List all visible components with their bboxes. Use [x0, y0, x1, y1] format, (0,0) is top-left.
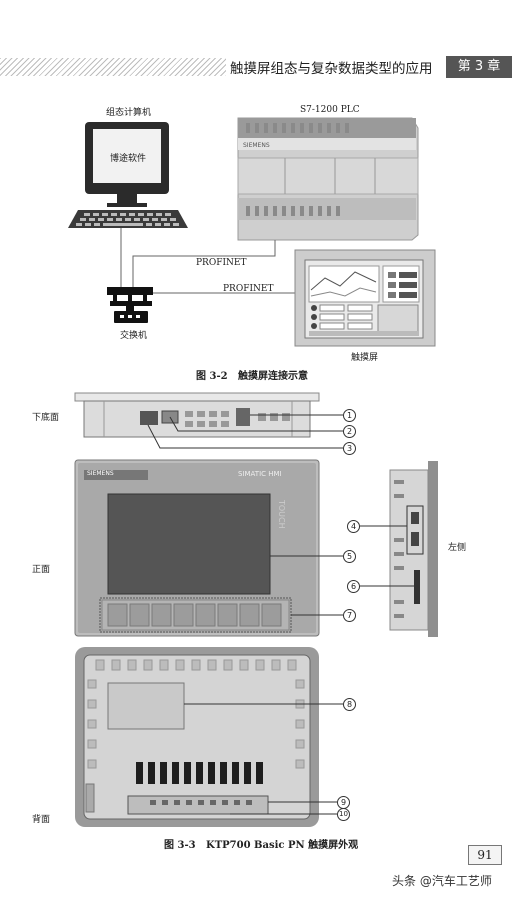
- figure-3-3-caption: 图 3-3 KTP700 Basic PN 触摸屏外观: [164, 836, 358, 851]
- chapter-header-title: 触摸屏组态与复杂数据类型的应用: [230, 61, 433, 77]
- plc-brand: SIEMENS: [243, 142, 270, 149]
- callout-1: 1: [343, 409, 356, 422]
- back-view-label: 背面: [32, 815, 51, 825]
- callout-3: 3: [343, 442, 356, 455]
- figure-3-2-caption-text: 触摸屏连接示意: [238, 371, 309, 382]
- computer-label: 组态计算机: [106, 108, 152, 118]
- switch-label: 交换机: [120, 331, 148, 341]
- hmi-touch-text: TOUCH: [277, 500, 286, 529]
- figure-3-3-caption-text: KTP700 Basic PN 触摸屏外观: [206, 840, 359, 851]
- hmi-label: 触摸屏: [351, 353, 379, 363]
- hmi-product-text: SIMATIC HMI: [238, 470, 282, 478]
- profinet-label-2: PROFINET: [223, 284, 274, 294]
- hmi-brand-text: SIEMENS: [87, 470, 114, 477]
- callout-7: 7: [343, 609, 356, 622]
- figure-3-2-caption: 图 3-2 触摸屏连接示意: [196, 367, 308, 382]
- callout-6: 6: [347, 580, 360, 593]
- callout-8: 8: [343, 698, 356, 711]
- chapter-badge: 第 3 章: [446, 56, 512, 78]
- left-view-label: 左侧: [448, 543, 467, 553]
- callout-5: 5: [343, 550, 356, 563]
- screen-software-label: 博途软件: [110, 154, 147, 164]
- figure-3-3-caption-number: 图 3-3: [164, 840, 196, 851]
- callout-2: 2: [343, 425, 356, 438]
- callout-9: 9: [337, 796, 350, 809]
- watermark-footer: 头条 @汽车工艺师: [392, 874, 492, 888]
- header-hatch-decoration: [0, 58, 226, 76]
- figure-3-2-caption-number: 图 3-2: [196, 371, 228, 382]
- front-view-label: 正面: [32, 565, 51, 575]
- callout-4: 4: [347, 520, 360, 533]
- profinet-label-1: PROFINET: [196, 258, 247, 268]
- plc-label: S7-1200 PLC: [300, 105, 360, 115]
- page-number: 91: [468, 845, 502, 865]
- bottom-view-label: 下底面: [32, 413, 60, 423]
- callout-10: 10: [337, 808, 350, 821]
